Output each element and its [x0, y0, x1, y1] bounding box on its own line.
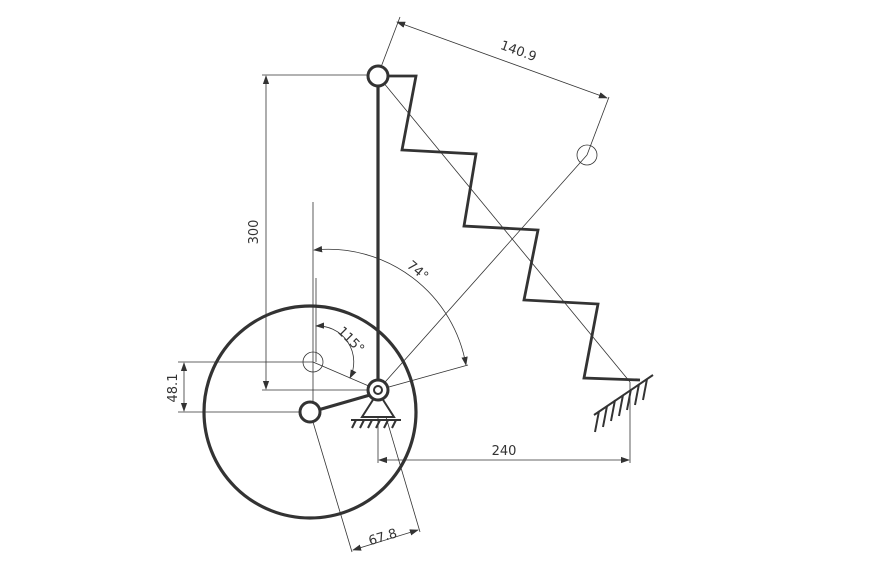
dim-line-spring-offset — [396, 21, 608, 99]
wheel-center-ghost — [302, 351, 324, 373]
ground-hatch-icon — [593, 374, 654, 433]
dim-angle-large-label: 74° — [404, 258, 431, 284]
extension-lines — [178, 16, 631, 463]
dim-link-length-label: 300 — [247, 220, 262, 245]
construction-lines — [309, 75, 631, 553]
wheel-joint — [298, 400, 322, 424]
pivot-support-icon — [351, 390, 401, 429]
pivot-joint-inner — [373, 385, 383, 395]
dim-line-radial-offset — [352, 529, 419, 551]
dim-arc-angle-large — [313, 246, 468, 366]
dim-arc-angle-small — [315, 322, 357, 379]
dim-horizontal-offset-label: 240 — [492, 444, 517, 459]
crank-link — [317, 393, 371, 412]
dimension-lines — [180, 21, 630, 551]
dim-radial-offset-label: 67.8 — [367, 526, 399, 549]
top-joint — [366, 64, 390, 88]
dim-angle-small-label: 115° — [334, 324, 367, 357]
spring — [378, 74, 641, 382]
dim-vertical-offset-label: 48.1 — [166, 374, 181, 403]
spring-offset-ghost — [576, 144, 598, 166]
